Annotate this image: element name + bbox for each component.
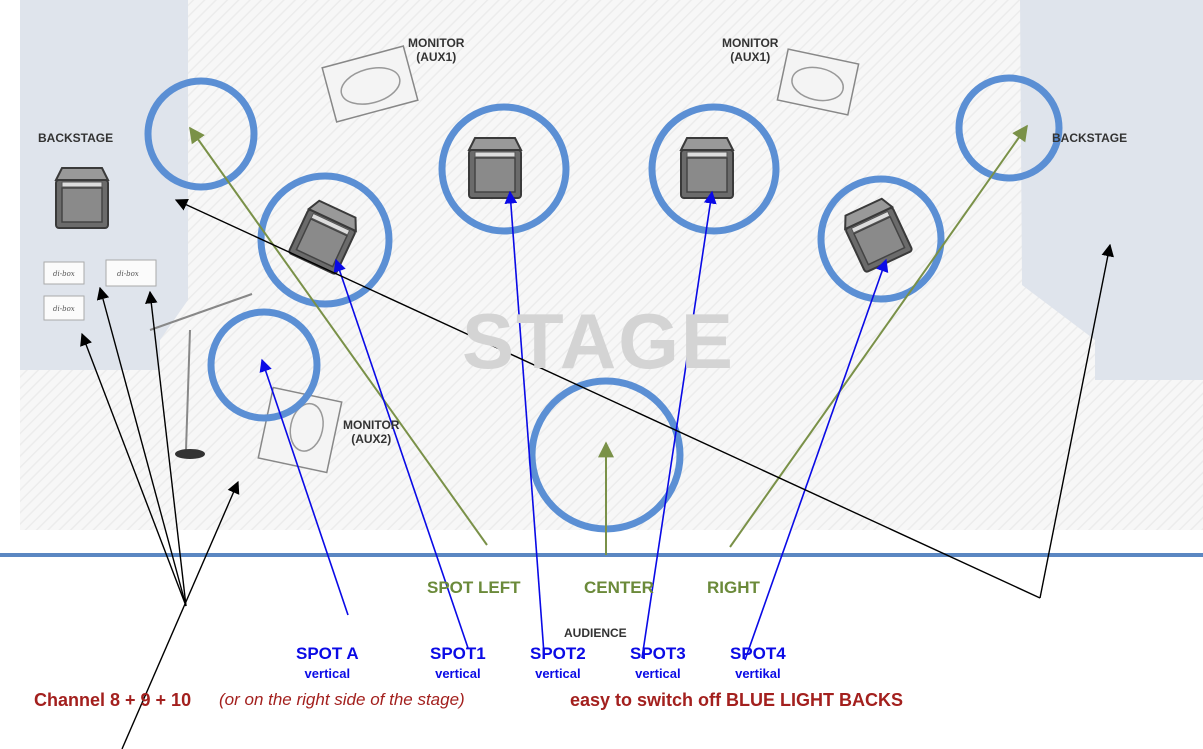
arrow-spot1 [333,258,469,649]
di-box-3: di-box [43,295,85,321]
monitor-top-right-line1: MONITOR [722,36,779,50]
arrow-channel-1 [80,332,187,607]
arrow-spot-a [259,358,349,616]
ring-spot-left [144,77,258,191]
monitor-aux2-line1: MONITOR [343,418,400,432]
arrow-spot3 [641,190,717,659]
arrow-right [729,124,1028,548]
backstage-left-label: BACKSTAGE [38,131,114,145]
spot1-label: SPOT1 vertical [430,644,486,684]
spot2-name: SPOT2 [530,644,586,663]
backstage-speaker [55,167,109,229]
monitor-aux2-label: MONITOR (AUX2) [343,418,399,446]
arrow-spot-left [189,126,488,546]
spot3-sub: vertical [635,666,681,681]
ring-spot2 [438,103,570,235]
svg-text:di-box: di-box [117,270,139,278]
svg-text:di-box: di-box [53,270,75,278]
ring-right [955,74,1063,182]
center-label: CENTER [584,578,654,597]
speaker-spot2 [468,137,522,199]
arrow-spot4 [744,258,889,661]
channel-note: (or on the right side of the stage) [219,690,465,709]
monitor-aux1-right [776,48,860,116]
spot1-sub: vertical [435,666,481,681]
monitor-aux2-line2: (AUX2) [351,432,392,446]
spot1-name: SPOT1 [430,644,486,663]
backstage-right-label: BACKSTAGE [1052,131,1128,145]
arrow-channel-2 [96,286,187,607]
speaker-spot3 [680,137,734,199]
spot2-label: SPOT2 vertical [530,644,586,684]
di-box-1: di-box [43,261,85,285]
backstage-right-area [1020,0,1203,380]
monitor-top-left-line2: (AUX1) [416,50,457,64]
spot4-sub: vertikal [735,666,781,681]
mic-stand [149,293,253,459]
monitor-aux1-left [321,45,419,123]
ring-spot4 [817,175,945,303]
spot-a-name: SPOT A [296,644,359,663]
spot3-label: SPOT3 vertical [630,644,686,684]
spot-a-label: SPOT A vertical [296,644,359,684]
spot4-label: SPOT4 vertikal [730,644,786,684]
monitor-top-right-line2: (AUX1) [730,50,771,64]
ring-spot1 [257,172,393,308]
ring-spot-a [207,308,321,422]
arrow-spot2 [504,190,545,655]
monitor-top-left-label: MONITOR (AUX1) [408,36,464,64]
svg-text:di-box: di-box [53,305,75,313]
spot-a-sub: vertical [304,666,351,681]
arrow-blue-light-2 [1039,243,1114,599]
ring-spot3 [648,103,780,235]
right-label: RIGHT [707,578,760,597]
di-box-2: di-box [105,259,157,287]
monitor-top-right-label: MONITOR (AUX1) [722,36,778,64]
arrow-channel-4 [121,480,240,749]
spot-left-label: SPOT LEFT [427,578,521,597]
monitor-top-left-line1: MONITOR [408,36,465,50]
spot4-name: SPOT4 [730,644,786,663]
channel-caption: Channel 8 + 9 + 10 [34,690,192,710]
arrow-blue-light-1 [174,199,1041,599]
stage-watermark: STAGE [462,297,735,385]
arrow-channel-3 [145,290,187,607]
blue-light-caption: easy to switch off BLUE LIGHT BACKS [570,690,904,710]
audience-label: AUDIENCE [564,626,627,640]
spot2-sub: vertical [535,666,581,681]
spot3-name: SPOT3 [630,644,686,663]
